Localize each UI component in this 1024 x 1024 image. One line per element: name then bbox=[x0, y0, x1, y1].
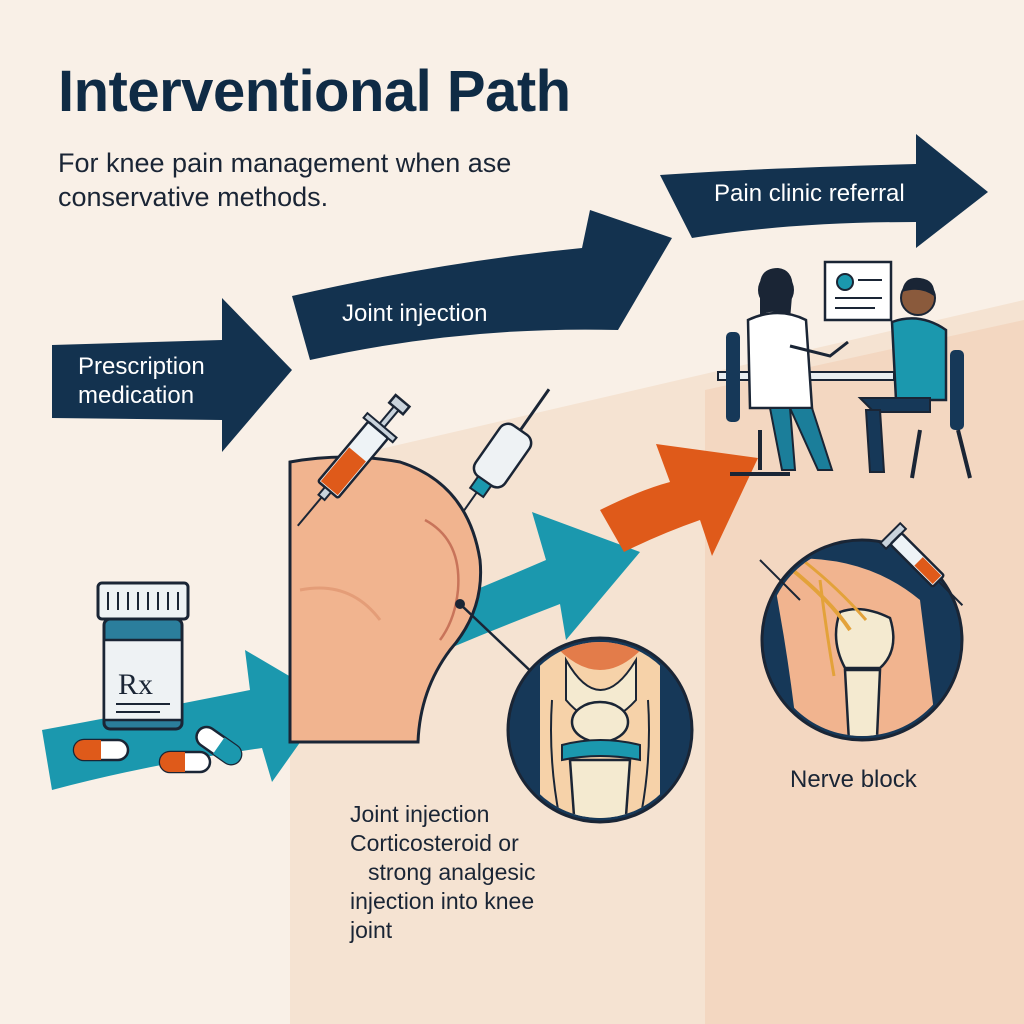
nerve-block-label: Nerve block bbox=[790, 766, 917, 793]
step-label-pain-clinic: Pain clinic referral bbox=[714, 180, 905, 207]
knee-contour bbox=[424, 518, 460, 641]
rx-bottle-icon: Rx bbox=[96, 581, 190, 731]
rx-symbol: Rx bbox=[118, 668, 153, 701]
description-line: injection into knee bbox=[350, 888, 535, 914]
step-label-joint-injection: Joint injection bbox=[342, 300, 488, 327]
knee-joint-cross-section bbox=[506, 636, 694, 824]
arrow-pain-clinic bbox=[660, 134, 988, 248]
callout-line-joint bbox=[459, 603, 541, 681]
syringe-icon bbox=[297, 393, 412, 527]
description-line: Corticosteroid or bbox=[350, 830, 519, 856]
description-line: strong analgesic bbox=[368, 859, 536, 885]
page-title: Interventional Path bbox=[58, 59, 571, 124]
joint-injection-description: Joint injection Corticosteroid or strong… bbox=[350, 800, 620, 945]
capsule-pills bbox=[72, 725, 243, 774]
joint-injection-title: Joint injection bbox=[350, 801, 490, 827]
arrow-orange bbox=[600, 444, 758, 556]
nerve-block-illustration bbox=[759, 538, 964, 742]
doctor-patient-icon bbox=[717, 260, 972, 479]
step-label-prescription: Prescription medication bbox=[78, 353, 205, 409]
description-line: joint bbox=[350, 917, 393, 943]
vial-icon bbox=[462, 388, 551, 513]
arrow-joint-injection bbox=[292, 210, 672, 360]
nerve-block-syringe-icon bbox=[878, 521, 964, 606]
arrow-prescription bbox=[52, 298, 292, 452]
page-subtitle: For knee pain management when ase conser… bbox=[58, 148, 512, 212]
